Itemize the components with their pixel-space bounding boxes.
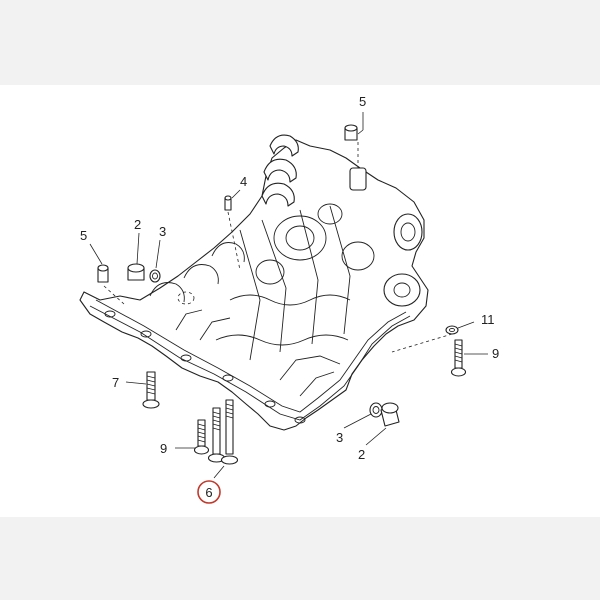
highlight-circle: [197, 480, 221, 504]
callout-2-left: 2: [134, 217, 141, 232]
callout-9-bottom: 9: [160, 441, 167, 456]
hidden-bore-marker: [177, 291, 195, 305]
callout-3-bottom: 3: [336, 430, 343, 445]
dowel-pin-top: [344, 124, 358, 141]
bolt-right: [450, 339, 467, 377]
plug-bottom: [380, 402, 400, 427]
bolt-long: [142, 371, 160, 409]
bolt-crankcase: [207, 407, 226, 463]
dowel-pin-left: [97, 264, 109, 283]
callout-2-bottom: 2: [358, 447, 365, 462]
plug-left: [127, 263, 145, 281]
callout-9-right: 9: [492, 346, 499, 361]
callout-5-top: 5: [359, 94, 366, 109]
leader-lines: [89, 112, 488, 479]
callout-11: 11: [481, 312, 495, 327]
locating-pin: [224, 195, 232, 211]
crankcase: [79, 134, 429, 431]
callout-6: 6: [205, 485, 212, 500]
callout-5-left: 5: [80, 228, 87, 243]
washer: [445, 325, 459, 335]
callout-3-left: 3: [159, 224, 166, 239]
bolt-bottom: [193, 419, 210, 455]
callout-7: 7: [112, 375, 119, 390]
stud-long: [220, 399, 239, 465]
callout-6-highlight: 6: [197, 480, 221, 504]
callout-4: 4: [240, 174, 247, 189]
o-ring-bottom: [369, 402, 383, 418]
o-ring-left: [149, 269, 161, 283]
